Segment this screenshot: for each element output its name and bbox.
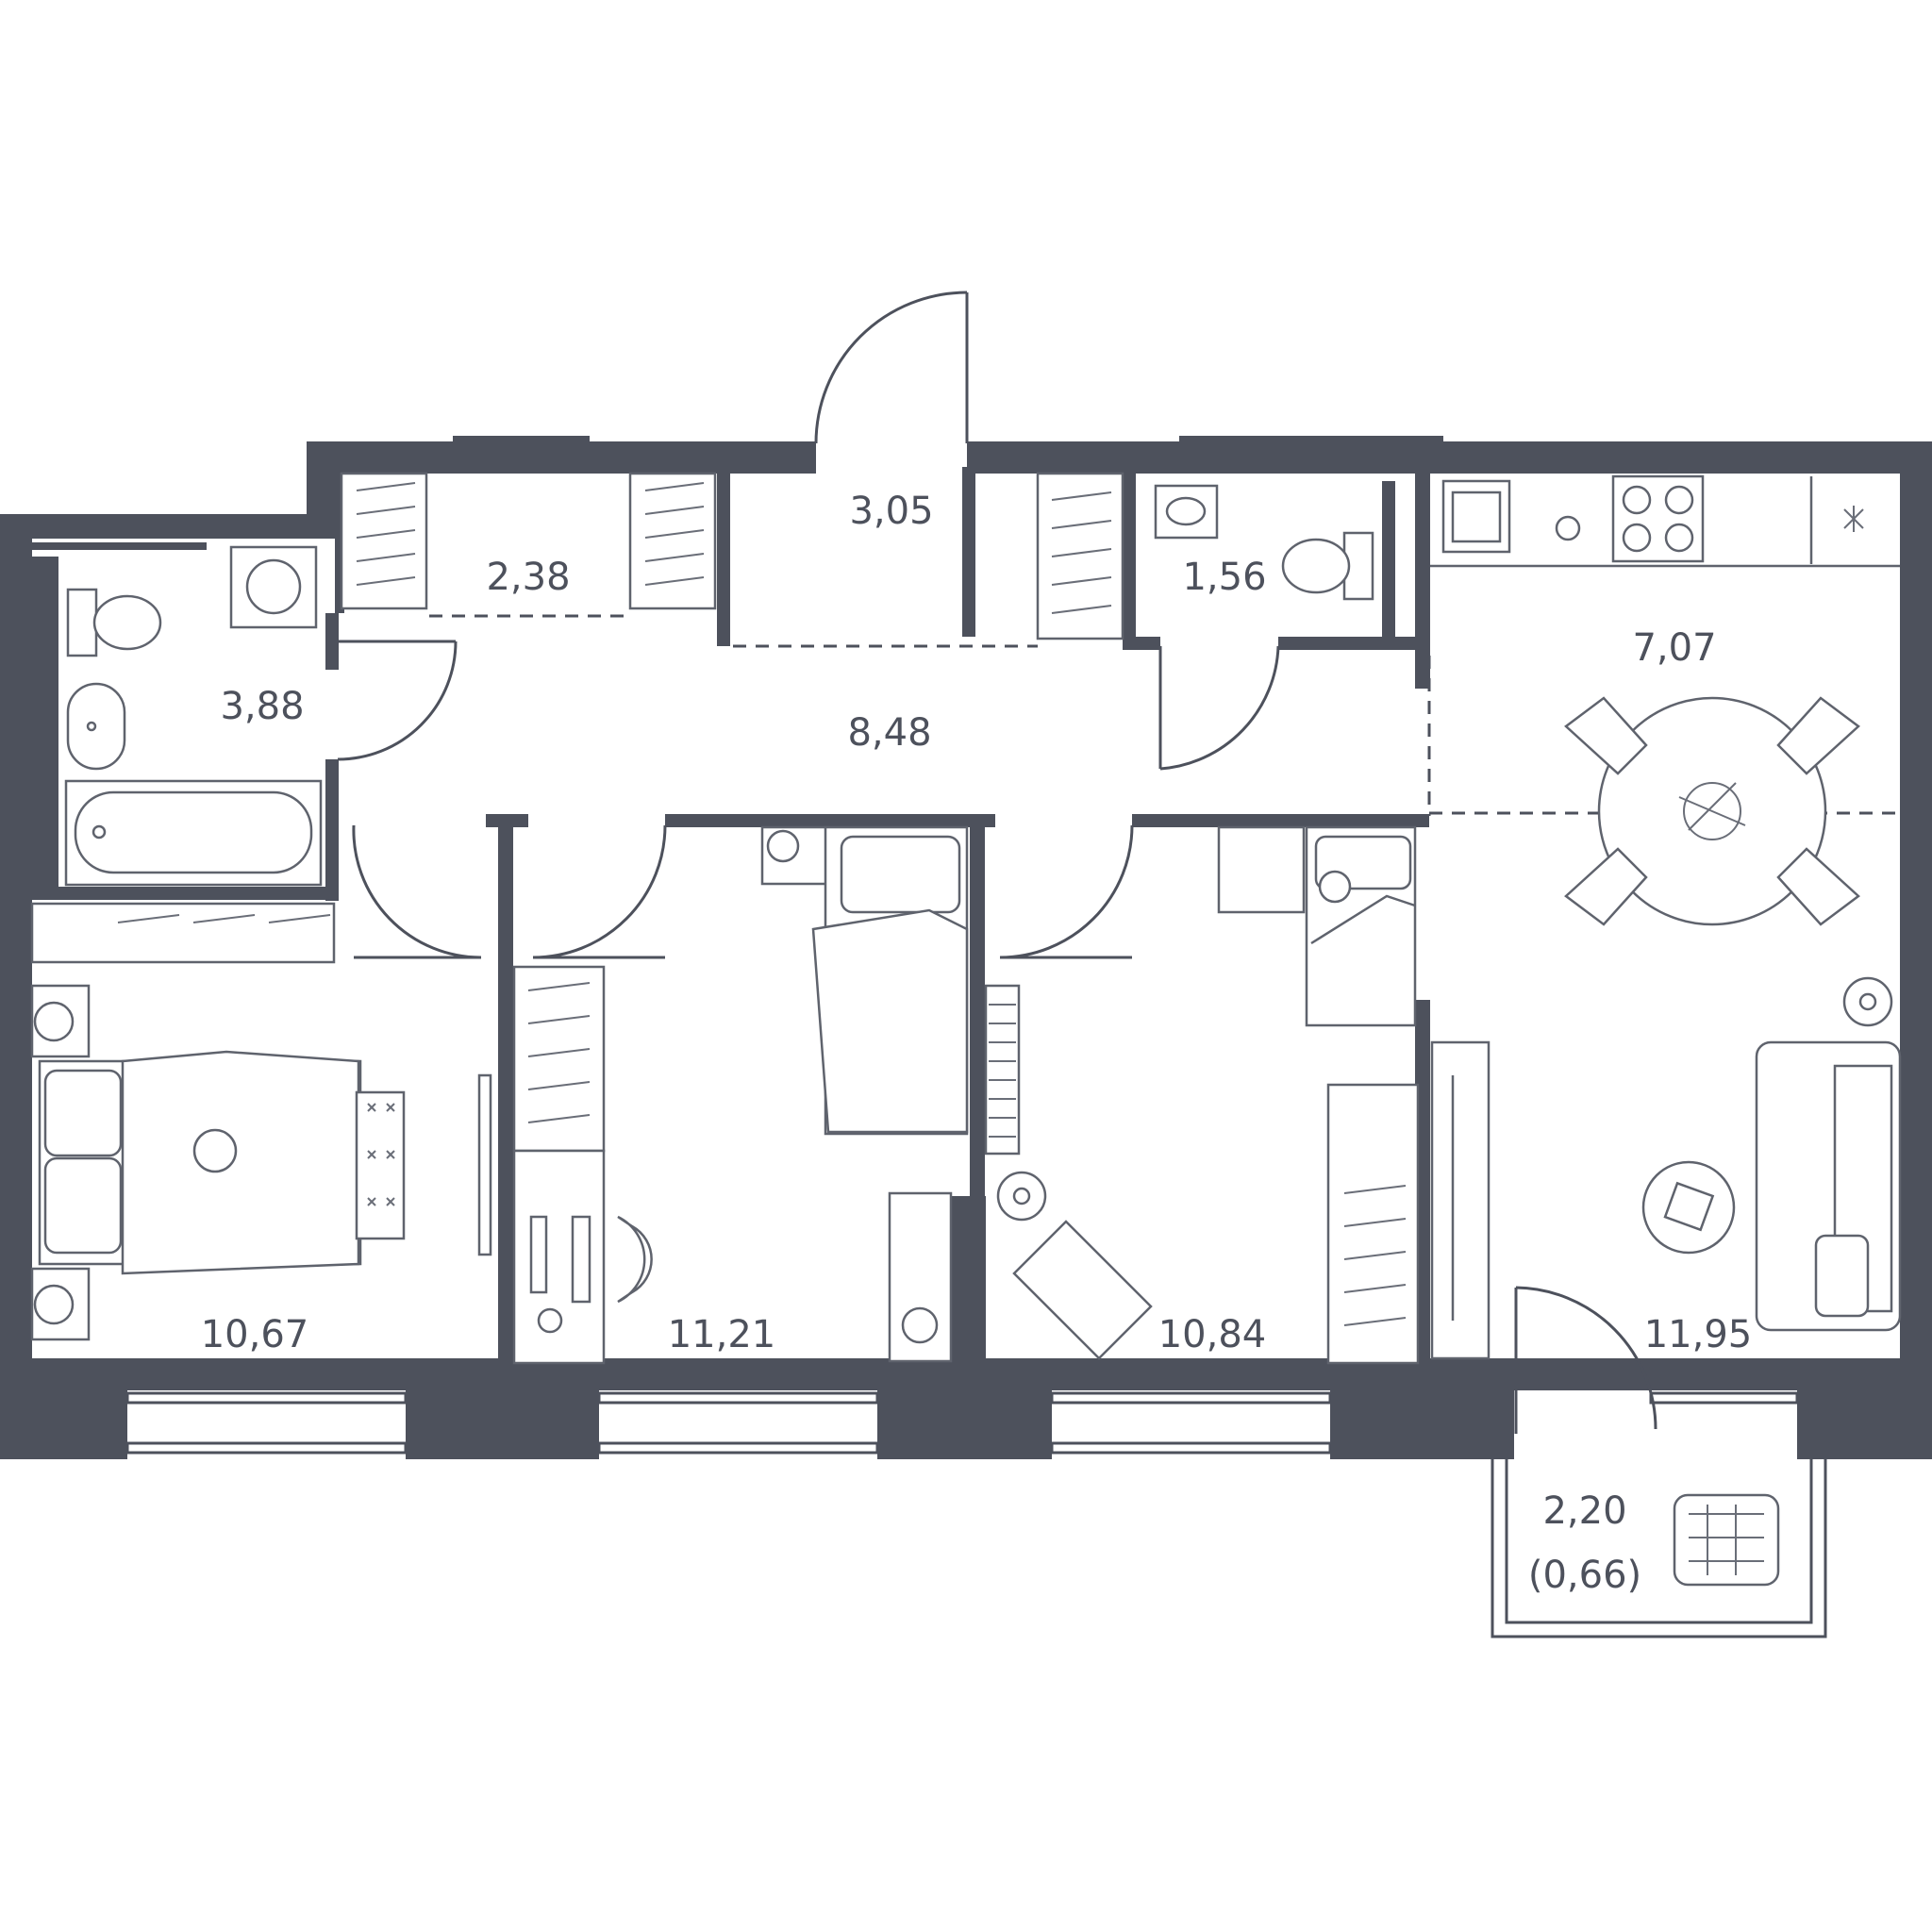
- area-closet: 2,38: [486, 556, 570, 599]
- lamp-icon: [766, 829, 800, 863]
- speaker-icon: [1842, 976, 1893, 1027]
- lamp-icon: [537, 1307, 563, 1334]
- area-bathroom: 3,88: [220, 685, 304, 728]
- bedroom-1-furniture: [30, 984, 492, 1341]
- area-living-room: 11,95: [1644, 1313, 1753, 1356]
- keyboard-icon: [571, 1215, 591, 1304]
- nightstand-icon: [30, 1267, 91, 1341]
- office-chair-icon: [617, 1215, 653, 1304]
- bathroom-fixtures: [64, 545, 323, 887]
- doors: [337, 291, 1657, 1434]
- kitchen-fixtures: [1430, 474, 1900, 926]
- living-room-furniture: [1430, 976, 1902, 1360]
- tv-icon: [1430, 1040, 1491, 1360]
- desk-icon: [1217, 825, 1306, 914]
- area-wc: 1,56: [1182, 556, 1266, 599]
- toilet-icon: [1281, 531, 1374, 601]
- teddy-bear-icon: [1318, 870, 1352, 904]
- stove-icon: [1611, 474, 1705, 563]
- sink-icon: [1154, 484, 1219, 540]
- area-bedroom-1: 10,67: [201, 1313, 309, 1356]
- bedroom-2-furniture: [512, 825, 969, 1365]
- bookshelf-icon: [984, 984, 1021, 1156]
- monitor-icon: [529, 1215, 548, 1294]
- area-hallway: 8,48: [847, 711, 931, 755]
- coffee-table-icon: [1641, 1160, 1736, 1255]
- area-entrance: 3,05: [849, 490, 933, 533]
- area-kitchen: 7,07: [1632, 626, 1716, 670]
- chair-icon: [1776, 696, 1860, 775]
- windows: [125, 436, 1799, 1455]
- wardrobes: [30, 472, 1420, 1365]
- balcony: [1491, 1453, 1827, 1638]
- chair-icon: [1564, 696, 1648, 775]
- sink-icon: [66, 682, 126, 771]
- spark-icon: [1843, 506, 1864, 532]
- area-labels: 3,88 2,38 3,05 1,56 7,07 8,48 10,67 11,2…: [201, 490, 1753, 1597]
- laundry-basket-icon: [1673, 1493, 1780, 1587]
- area-bedroom-2: 11,21: [668, 1313, 776, 1356]
- balcony-furniture: [1673, 1493, 1780, 1587]
- area-balcony: 2,20: [1542, 1489, 1626, 1533]
- lamp-icon: [33, 1001, 75, 1042]
- ball-icon: [901, 1306, 939, 1344]
- bedroom-3-furniture: [984, 825, 1417, 1360]
- armchair-icon: [1012, 1220, 1153, 1360]
- chair-icon: [1564, 847, 1648, 926]
- mirror-icon: [477, 1073, 492, 1256]
- lamp-icon: [33, 1284, 75, 1325]
- faucet-icon: [1555, 515, 1581, 541]
- area-balcony-reduced: (0,66): [1528, 1554, 1641, 1597]
- bag-icon: [192, 1128, 238, 1173]
- wc-fixtures: [1154, 484, 1374, 601]
- nightstand-icon: [30, 984, 91, 1058]
- washing-machine-icon: [229, 545, 318, 629]
- speaker-icon: [996, 1171, 1047, 1222]
- area-bedroom-3: 10,84: [1158, 1313, 1267, 1356]
- chair-icon: [1776, 847, 1860, 926]
- bathtub-icon: [64, 779, 323, 887]
- rug-icon: [355, 1090, 406, 1240]
- toilet-icon: [66, 588, 162, 657]
- walls: [0, 441, 1932, 1459]
